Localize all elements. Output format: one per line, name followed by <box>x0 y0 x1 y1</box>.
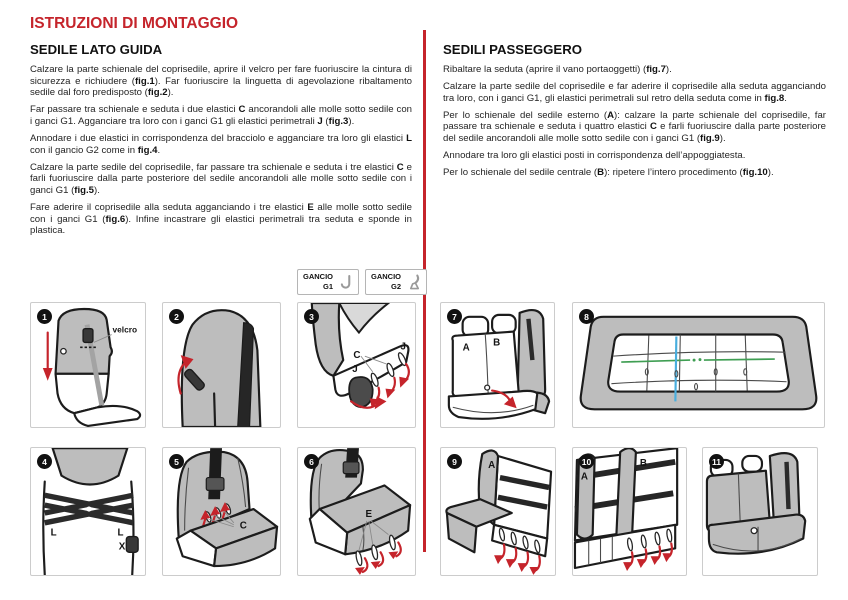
label-c: C <box>240 521 247 532</box>
hook-g1-icon <box>340 274 351 289</box>
figure-9-illustration: A <box>445 449 553 575</box>
page-title: ISTRUZIONI DI MONTAGGIO <box>30 15 239 32</box>
figure-1-illustration: velcro <box>42 307 142 427</box>
hook-legend-label: GANCIO <box>303 272 333 282</box>
red-arrow <box>350 362 410 410</box>
figure-6-illustration: E <box>308 448 412 575</box>
figure-panel-5: 5 C <box>162 447 281 576</box>
section-heading-passenger-seats: SEDILI PASSEGGERO <box>443 42 582 57</box>
right-text-column: SEDILI PASSEGGERO Ribaltare la seduta (a… <box>443 42 826 184</box>
figure-panel-3: 3 C J J <box>297 302 416 428</box>
figure-number-badge: 6 <box>304 454 319 469</box>
hook-legend-code: G2 <box>390 282 401 291</box>
figure-panel-11: 11 <box>702 447 818 576</box>
g2-button <box>125 535 139 553</box>
figure-number-badge: 2 <box>169 309 184 324</box>
paragraph: Calzare la parte sedile del coprisedile … <box>443 81 826 104</box>
figure-panel-9: 9 A <box>440 447 556 576</box>
hook-legend-label: GANCIO <box>371 272 401 282</box>
figure-number-badge: 10 <box>579 454 594 469</box>
paragraph: Calzare la parte schienale del coprisedi… <box>30 64 412 99</box>
hook-legend-code: G1 <box>322 282 333 291</box>
velcro-patch <box>82 327 94 344</box>
figure-panel-7: 7 A B <box>440 302 555 428</box>
paragraph: Annodare i due elastici in corrispondenz… <box>30 132 412 156</box>
figure-panel-1: 1 velcro <box>30 302 146 428</box>
paragraph: Ribaltare la seduta (aprire il vano port… <box>443 64 672 75</box>
label-l-right: L <box>117 528 123 539</box>
figure-panel-10: 10 A B <box>572 447 687 576</box>
figure-number-badge: 4 <box>37 454 52 469</box>
paragraph: Annodare tra loro gli elastici posti in … <box>443 150 746 162</box>
left-text-column: SEDILE LATO GUIDA Calzare la parte schie… <box>30 42 412 242</box>
paragraph: Far passare tra schienale e seduta i due… <box>30 104 412 127</box>
label-b: B <box>493 337 500 348</box>
hook-legend-g2: GANCIO G2 <box>365 269 427 295</box>
figure-panel-4: 4 L L X <box>30 447 146 576</box>
label-j-left: J <box>352 364 357 375</box>
section-heading-driver-seat: SEDILE LATO GUIDA <box>30 42 163 57</box>
paragraph: Calzare la parte sedile del coprisedile,… <box>30 161 412 196</box>
paragraph: Per lo schienale del sedile esterno (A):… <box>443 109 827 144</box>
velcro-label: velcro <box>113 325 138 335</box>
label-b: B <box>640 458 647 469</box>
label-x: X <box>119 541 126 552</box>
red-arrow <box>623 542 673 571</box>
label-a: A <box>581 472 588 483</box>
figure-7-illustration: A B <box>447 308 551 420</box>
paragraph: Fare aderire il coprisedile alla seduta … <box>30 201 412 237</box>
red-arrow <box>491 389 517 409</box>
figure-number-badge: 5 <box>169 454 184 469</box>
figure-panel-2: 2 <box>162 302 281 428</box>
paragraph: Per lo schienale del sedile centrale (B)… <box>443 167 774 179</box>
label-a: A <box>488 460 495 471</box>
figure-5-illustration: C <box>175 448 279 568</box>
label-e: E <box>366 509 373 520</box>
red-arrow <box>42 331 53 381</box>
flip-tab <box>184 368 205 391</box>
figure-number-badge: 7 <box>447 309 462 324</box>
red-arrow <box>177 355 194 395</box>
label-a: A <box>463 342 470 353</box>
label-c: C <box>353 350 360 361</box>
figure-panel-6: 6 E <box>297 447 416 576</box>
figure-number-badge: 1 <box>37 309 52 324</box>
figure-number-badge: 9 <box>447 454 462 469</box>
figure-number-badge: 11 <box>709 454 724 469</box>
label-j-right: J <box>400 341 405 352</box>
figure-10-illustration: A B <box>573 448 679 571</box>
label-l-left: L <box>51 528 57 539</box>
figure-4-illustration: L L X <box>42 448 139 575</box>
figure-number-badge: 8 <box>579 309 594 324</box>
figure-panel-8: 8 <box>572 302 825 428</box>
figure-2-illustration <box>177 309 262 427</box>
figure-3-illustration: C J J <box>310 303 410 410</box>
red-arrow <box>355 541 402 575</box>
red-arrow <box>494 543 541 575</box>
figure-11-illustration <box>705 452 807 555</box>
figure-8-illustration <box>579 315 818 411</box>
hook-legend-g1: GANCIO G1 <box>297 269 359 295</box>
figure-number-badge: 3 <box>304 309 319 324</box>
hook-g2-icon <box>409 274 420 289</box>
